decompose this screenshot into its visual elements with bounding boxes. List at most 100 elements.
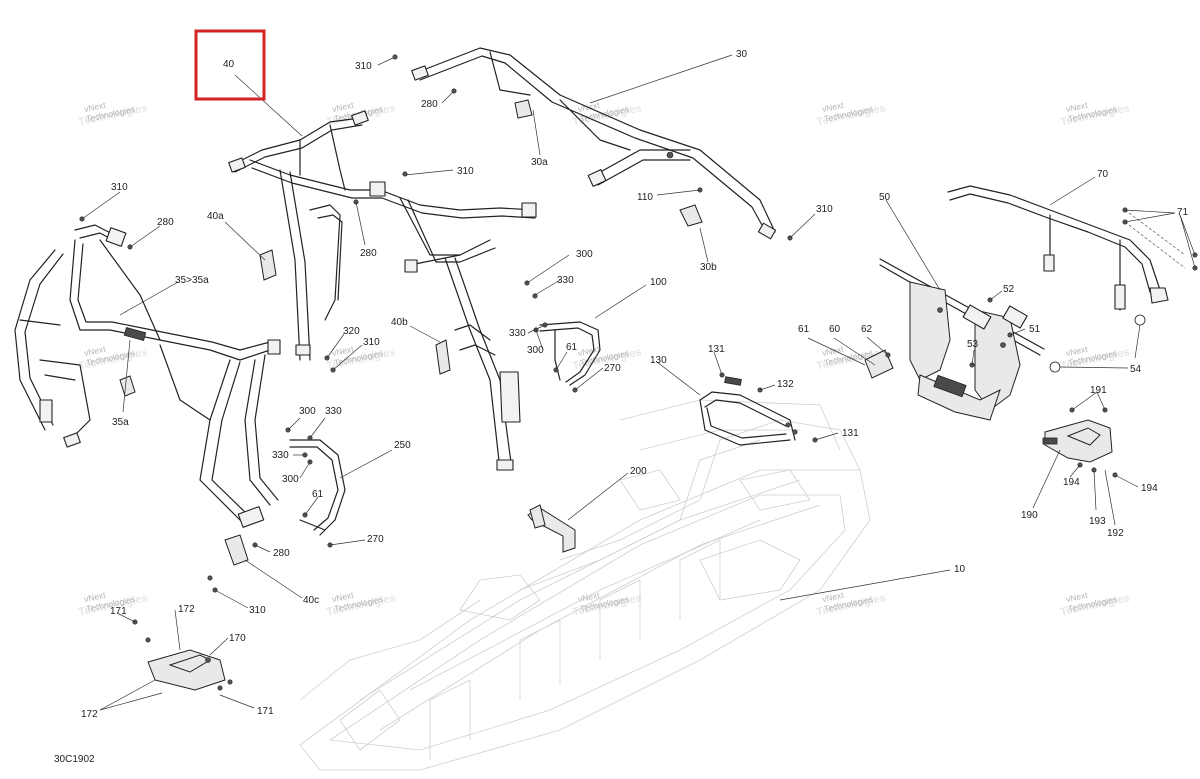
label-35a[interactable]: 35a: [112, 417, 129, 428]
label-52[interactable]: 52: [1003, 284, 1015, 295]
label-330[interactable]: 330: [509, 328, 526, 339]
label-60[interactable]: 60: [829, 324, 841, 335]
label-50[interactable]: 50: [879, 192, 891, 203]
part-50-rear-frame[interactable]: [879, 258, 1045, 421]
label-280[interactable]: 280: [360, 248, 377, 259]
label-172[interactable]: 172: [178, 604, 195, 615]
label-250[interactable]: 250: [394, 440, 411, 451]
label-171[interactable]: 171: [257, 706, 274, 717]
label-61[interactable]: 61: [312, 489, 324, 500]
part-70-rear-bar[interactable]: [947, 185, 1186, 311]
svg-text:vNext: vNext: [1065, 590, 1089, 604]
label-194[interactable]: 194: [1141, 483, 1158, 494]
label-192[interactable]: 192: [1107, 528, 1124, 539]
label-30b[interactable]: 30b: [700, 262, 717, 273]
label-190[interactable]: 190: [1021, 510, 1038, 521]
svg-text:vNext: vNext: [1065, 344, 1089, 358]
label-194[interactable]: 194: [1063, 477, 1080, 488]
bolt-icon: [532, 293, 538, 299]
svg-text:vNext: vNext: [83, 100, 107, 114]
label-300[interactable]: 300: [576, 249, 593, 260]
label-270[interactable]: 270: [367, 534, 384, 545]
label-40c[interactable]: 40c: [303, 595, 319, 606]
label-280[interactable]: 280: [421, 99, 438, 110]
label-171[interactable]: 171: [110, 606, 127, 617]
svg-text:vNext: vNext: [331, 344, 355, 358]
label-35-35a[interactable]: 35>35a: [175, 275, 209, 286]
label-131[interactable]: 131: [708, 344, 725, 355]
label-300[interactable]: 300: [282, 474, 299, 485]
label-191[interactable]: 191: [1090, 385, 1107, 396]
label-30a[interactable]: 30a: [531, 157, 548, 168]
leader-lines: [81, 54, 1196, 711]
label-170[interactable]: 170: [229, 633, 246, 644]
label-130[interactable]: 130: [650, 355, 667, 366]
part-35-front-cage[interactable]: [14, 224, 281, 528]
part-100-grab-bar[interactable]: [539, 321, 601, 386]
label-270[interactable]: 270: [604, 363, 621, 374]
label-330[interactable]: 330: [325, 406, 342, 417]
highlight-box-part-40: [194, 29, 266, 101]
part-30-rear-upper-frame[interactable]: [411, 47, 777, 240]
part-190-bracket[interactable]: [1042, 419, 1113, 463]
label-40a[interactable]: 40a: [207, 211, 224, 222]
label-330[interactable]: 330: [272, 450, 289, 461]
label-30[interactable]: 30: [736, 49, 748, 60]
svg-text:vNext: vNext: [577, 344, 601, 358]
label-40b[interactable]: 40b: [391, 317, 408, 328]
svg-text:vNext: vNext: [83, 344, 107, 358]
label-132[interactable]: 132: [777, 379, 794, 390]
bolt-icon: [792, 429, 798, 435]
label-280[interactable]: 280: [157, 217, 174, 228]
label-61[interactable]: 61: [798, 324, 810, 335]
label-280[interactable]: 280: [273, 548, 290, 559]
label-310[interactable]: 310: [111, 182, 128, 193]
chassis-frame-ghost: [299, 399, 871, 771]
part-labels: 40 310 280 30 30a 310 280 110 310 30b 31…: [81, 49, 1189, 720]
label-131[interactable]: 131: [842, 428, 859, 439]
label-51[interactable]: 51: [1029, 324, 1041, 335]
label-172[interactable]: 172: [81, 709, 98, 720]
label-200[interactable]: 200: [630, 466, 647, 477]
svg-text:vNext: vNext: [1065, 100, 1089, 114]
label-330[interactable]: 330: [557, 275, 574, 286]
label-193[interactable]: 193: [1089, 516, 1106, 527]
part-170-bracket[interactable]: [147, 649, 226, 691]
label-71[interactable]: 71: [1177, 207, 1189, 218]
bolt-icon: [402, 171, 408, 177]
label-300[interactable]: 300: [299, 406, 316, 417]
label-100[interactable]: 100: [650, 277, 667, 288]
part-200-bracket[interactable]: [527, 504, 576, 553]
label-54[interactable]: 54: [1130, 364, 1142, 375]
small-parts: [119, 99, 1146, 566]
label-320[interactable]: 320: [343, 326, 360, 337]
label-110[interactable]: 110: [637, 192, 653, 203]
diagram-code: 30C1902: [54, 754, 95, 765]
bolt-icon: [227, 679, 233, 685]
part-40-main-cage[interactable]: [228, 110, 537, 471]
label-310[interactable]: 310: [363, 337, 380, 348]
svg-text:vNext: vNext: [821, 590, 845, 604]
label-310[interactable]: 310: [249, 605, 266, 616]
part-130-grab-bar[interactable]: [699, 376, 796, 446]
label-53[interactable]: 53: [967, 339, 979, 350]
label-61[interactable]: 61: [566, 342, 578, 353]
label-310[interactable]: 310: [355, 61, 372, 72]
part-250-grab-bar[interactable]: [289, 439, 346, 536]
label-310[interactable]: 310: [457, 166, 474, 177]
label-300[interactable]: 300: [527, 345, 544, 356]
label-70[interactable]: 70: [1097, 169, 1109, 180]
label-62[interactable]: 62: [861, 324, 873, 335]
label-310[interactable]: 310: [816, 204, 833, 215]
label-40[interactable]: 40: [223, 59, 235, 70]
bolt-icon: [217, 685, 223, 691]
label-10[interactable]: 10: [954, 564, 966, 575]
